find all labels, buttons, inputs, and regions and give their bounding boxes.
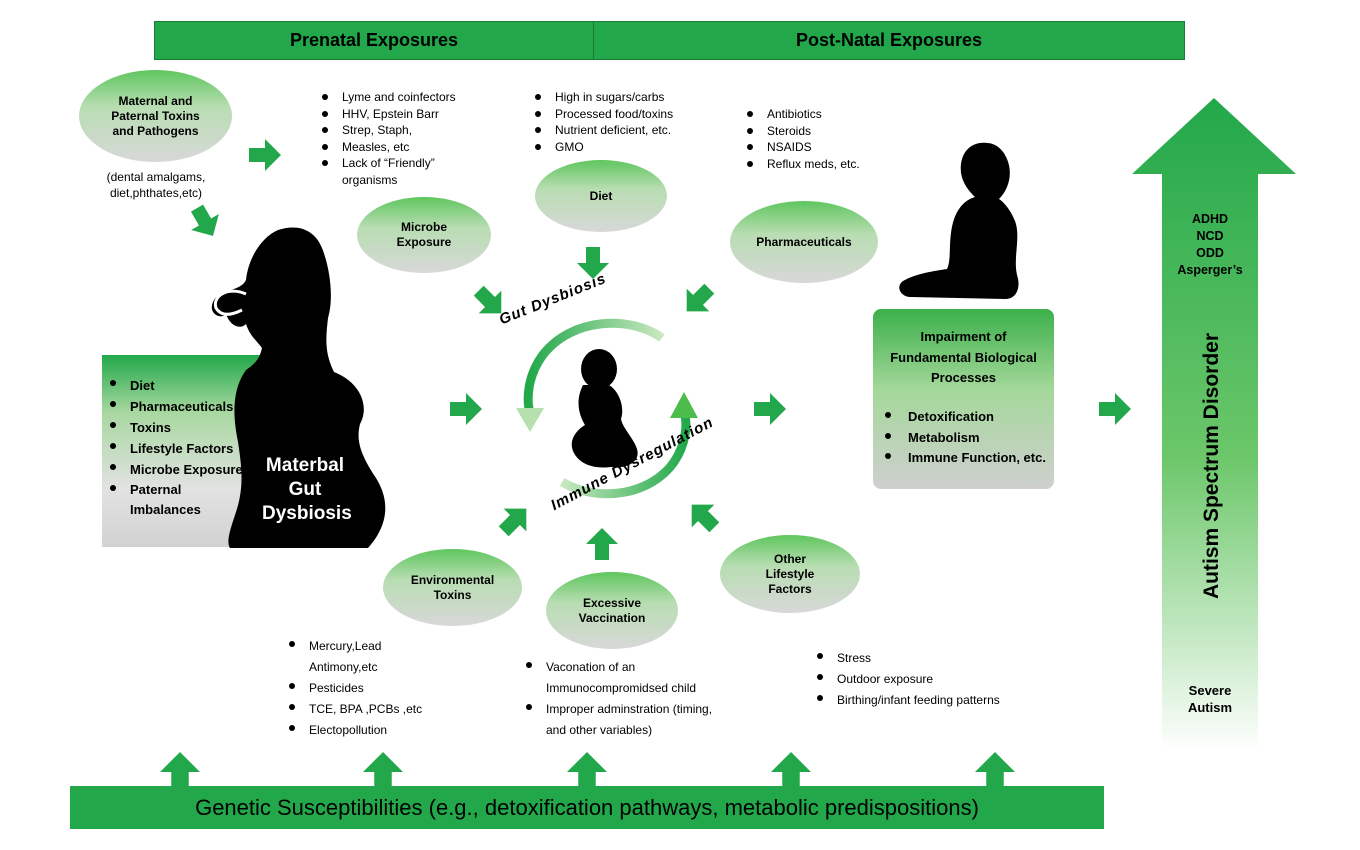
pharmaceuticals-label: Pharmaceuticals bbox=[756, 234, 852, 249]
flow-arrow bbox=[567, 752, 607, 792]
impairment-box: Impairment of Fundamental Biological Pro… bbox=[873, 309, 1054, 489]
list-item: Lack of “Friendly” organisms bbox=[320, 155, 462, 188]
condition-label: NCD bbox=[1196, 229, 1224, 243]
list-item: High in sugars/carbs bbox=[533, 89, 703, 106]
genetic-susceptibilities-band: Genetic Susceptibilities (e.g., detoxifi… bbox=[70, 786, 1104, 829]
list-item: TCE, BPA ,PCBs ,etc bbox=[287, 699, 457, 720]
flow-arrow bbox=[450, 393, 482, 425]
list-item: Reflux meds, etc. bbox=[745, 156, 895, 173]
list-item: Metabolism bbox=[883, 428, 1051, 449]
list-item: NSAIDS bbox=[745, 139, 895, 156]
flow-arrow bbox=[771, 752, 811, 792]
spectrum-conditions: ADHD NCD ODD Asperger’s bbox=[1162, 211, 1258, 279]
list-item: Nutrient deficient, etc. bbox=[533, 122, 703, 139]
list-item: Stress bbox=[815, 648, 1035, 669]
maternal-factors-list: Diet Pharmaceuticals Toxins Lifestyle Fa… bbox=[108, 375, 268, 520]
list-item: GMO bbox=[533, 139, 703, 156]
excessive-vaccination-label: Excessive Vaccination bbox=[578, 595, 646, 625]
lifestyle-factors-oval: Other Lifestyle Factors bbox=[720, 535, 860, 613]
flow-arrow bbox=[190, 204, 219, 236]
flow-arrow bbox=[686, 283, 715, 312]
excessive-vaccination-oval: Excessive Vaccination bbox=[546, 572, 678, 649]
flow-arrow bbox=[577, 247, 609, 279]
list-item: Mercury,Lead Antimony,etc bbox=[287, 636, 409, 678]
postnatal-header-label: Post-Natal Exposures bbox=[795, 30, 983, 50]
flow-arrow bbox=[754, 393, 786, 425]
list-item: Electopollution bbox=[287, 720, 457, 741]
pharmaceuticals-oval: Pharmaceuticals bbox=[730, 201, 878, 283]
microbe-exposure-oval: Microbe Exposure bbox=[357, 197, 491, 273]
environmental-toxins-label: Environmental Toxins bbox=[410, 572, 495, 602]
list-item: Vaconation of an Immunocompromidsed chil… bbox=[524, 657, 706, 699]
condition-label: ADHD bbox=[1191, 212, 1229, 226]
list-item: Detoxification bbox=[883, 407, 1051, 428]
impairment-title: Impairment of Fundamental Biological Pro… bbox=[890, 329, 1037, 385]
diet-list: High in sugars/carbs Processed food/toxi… bbox=[533, 89, 703, 155]
condition-label: ODD bbox=[1196, 246, 1224, 260]
list-item: Lifestyle Factors bbox=[108, 438, 268, 459]
maternal-toxins-label: Maternal and Paternal Toxins and Pathoge… bbox=[111, 93, 200, 138]
diet-label: Diet bbox=[589, 188, 613, 203]
list-item: Outdoor exposure bbox=[815, 669, 1035, 690]
list-item: Immune Function, etc. bbox=[883, 448, 1051, 469]
pregnant-woman-silhouette bbox=[211, 227, 386, 548]
microbe-list: Lyme and coinfectors HHV, Epstein Barr S… bbox=[320, 89, 480, 188]
flow-arrow bbox=[498, 508, 527, 537]
lifestyle-factors-label: Other Lifestyle Factors bbox=[765, 551, 815, 596]
list-item: Steroids bbox=[745, 123, 895, 140]
list-item: Improper adminstration (timing, and othe… bbox=[524, 699, 731, 741]
vaccination-list: Vaconation of an Immunocompromidsed chil… bbox=[524, 657, 734, 741]
maternal-toxins-note: (dental amalgams, diet,phthates,etc) bbox=[106, 170, 206, 200]
center-cycle-arcs bbox=[516, 318, 698, 499]
prenatal-header: Prenatal Exposures bbox=[154, 21, 594, 60]
prenatal-header-label: Prenatal Exposures bbox=[289, 30, 459, 50]
flow-arrow bbox=[363, 752, 403, 792]
spectrum-arrow bbox=[1132, 98, 1296, 753]
list-item: Diet bbox=[108, 375, 268, 396]
lifestyle-list: Stress Outdoor exposure Birthing/infant … bbox=[815, 648, 1035, 711]
postnatal-header: Post-Natal Exposures bbox=[593, 21, 1185, 60]
list-item: Birthing/infant feeding patterns bbox=[815, 690, 1035, 711]
microbe-exposure-label: Microbe Exposure bbox=[396, 220, 452, 249]
list-item: Toxins bbox=[108, 417, 268, 438]
pharma-list: Antibiotics Steroids NSAIDS Reflux meds,… bbox=[745, 106, 895, 172]
flow-arrow bbox=[1099, 393, 1131, 425]
list-item: Lyme and coinfectors bbox=[320, 89, 480, 106]
list-item: Strep, Staph, bbox=[320, 122, 480, 139]
impairment-list: Detoxification Metabolism Immune Functio… bbox=[883, 407, 1051, 469]
flow-arrow bbox=[975, 752, 1015, 792]
environmental-toxins-oval: Environmental Toxins bbox=[383, 549, 522, 626]
center-baby-silhouette bbox=[571, 349, 638, 468]
list-item: Pesticides bbox=[287, 678, 457, 699]
maternal-toxins-oval: Maternal and Paternal Toxins and Pathoge… bbox=[79, 70, 232, 162]
flow-arrow bbox=[586, 528, 618, 560]
severe-autism-label: Severe Autism bbox=[1187, 683, 1233, 715]
list-item: Antibiotics bbox=[745, 106, 895, 123]
list-item: Measles, etc bbox=[320, 139, 480, 156]
flow-arrow bbox=[249, 139, 281, 171]
flow-arrow bbox=[160, 752, 200, 792]
environmental-list: Mercury,Lead Antimony,etc Pesticides TCE… bbox=[287, 636, 457, 741]
maternal-dysbiosis-label: Materbal Gut Dysbiosis bbox=[262, 455, 352, 524]
list-item: Processed food/toxins bbox=[533, 106, 703, 123]
child-silhouette bbox=[899, 142, 1019, 299]
list-item: HHV, Epstein Barr bbox=[320, 106, 480, 123]
condition-label: Asperger’s bbox=[1177, 263, 1243, 277]
flow-arrow bbox=[473, 285, 502, 314]
list-item: Microbe Exposures bbox=[108, 459, 268, 480]
genetic-susceptibilities-label: Genetic Susceptibilities (e.g., detoxifi… bbox=[195, 794, 979, 820]
list-item: Pharmaceuticals bbox=[108, 396, 268, 417]
list-item: Paternal Imbalances bbox=[108, 480, 201, 520]
diet-oval: Diet bbox=[535, 160, 667, 232]
flow-arrow bbox=[691, 504, 720, 533]
